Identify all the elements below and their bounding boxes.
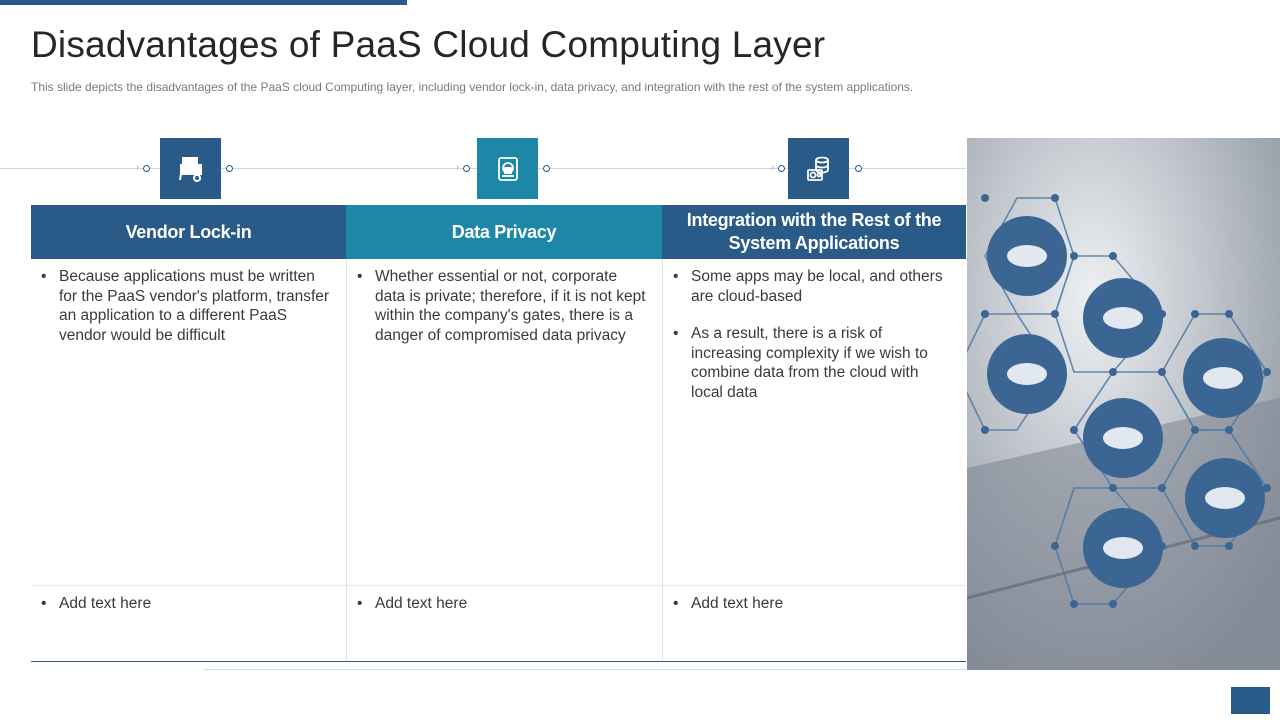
column-body-data-privacy: Whether essential or not, corporate data… — [347, 259, 663, 585]
cart-icon — [160, 138, 221, 199]
list-item: Whether essential or not, corporate data… — [357, 267, 650, 345]
timeline-arrow-icon: › — [771, 162, 775, 173]
list-item: Because applications must be written for… — [41, 267, 334, 345]
secure-document-icon — [477, 138, 538, 199]
timeline-node — [143, 165, 150, 172]
list-item: As a result, there is a risk of increasi… — [673, 324, 954, 402]
timeline-node — [463, 165, 470, 172]
timeline-node — [226, 165, 233, 172]
list-item: Add text here — [357, 594, 650, 614]
page-title: Disadvantages of PaaS Cloud Computing La… — [31, 24, 826, 65]
timeline-node — [855, 165, 862, 172]
timeline-arrow-icon: › — [136, 162, 140, 173]
decorative-line — [203, 669, 966, 670]
cloud-network-hexagon-icon — [967, 138, 1280, 670]
database-settings-icon — [788, 138, 849, 199]
column-footer: Add text here — [31, 585, 347, 661]
column-body-vendor-lock-in: Because applications must be written for… — [31, 259, 347, 585]
column-footer: Add text here — [663, 585, 966, 661]
list-item: Some apps may be local, and others are c… — [673, 267, 954, 306]
timeline-arrow-icon: › — [456, 162, 460, 173]
corner-accent — [1231, 687, 1270, 714]
timeline-node — [778, 165, 785, 172]
column-heading-vendor-lock-in: Vendor Lock-in — [31, 205, 346, 259]
column-footer: Add text here — [347, 585, 663, 661]
column-heading-data-privacy: Data Privacy — [346, 205, 662, 259]
timeline-node — [543, 165, 550, 172]
table-bottom-border — [31, 661, 966, 662]
page-subtitle: This slide depicts the disadvantages of … — [31, 80, 914, 94]
top-accent-bar — [0, 0, 407, 5]
list-item: Add text here — [41, 594, 334, 614]
column-body-integration: Some apps may be local, and others are c… — [663, 259, 966, 585]
column-heading-integration: Integration with the Rest of the System … — [662, 205, 966, 259]
list-item: Add text here — [673, 594, 954, 614]
